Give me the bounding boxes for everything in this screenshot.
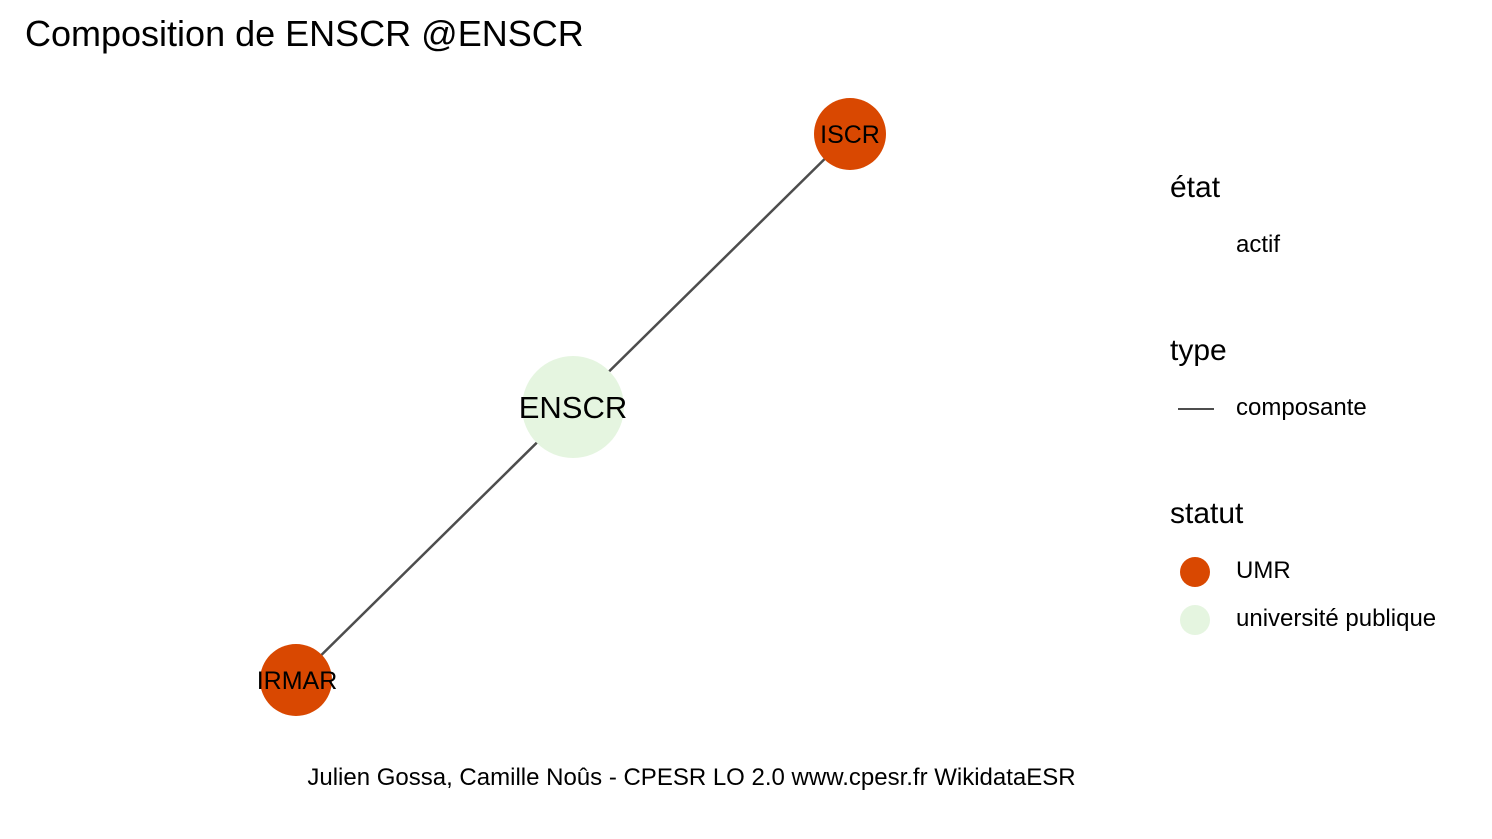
legend-item-universite-publique: université publique <box>1170 599 1490 639</box>
node-irmar: IRMAR <box>257 644 338 716</box>
legend: état actif type composante statut UMR un… <box>1170 0 1490 839</box>
legend-item-actif: actif <box>1170 225 1490 265</box>
legend-label-universite-publique: université publique <box>1236 605 1437 632</box>
node-iscr-circle <box>814 98 886 170</box>
node-enscr-label: ENSCR <box>519 390 628 425</box>
legend-label-actif: actif <box>1236 231 1281 258</box>
edges-layer <box>295 133 851 681</box>
node-enscr-circle <box>522 356 624 458</box>
legend-key-umr <box>1178 555 1212 589</box>
node-iscr-label: ISCR <box>820 121 880 149</box>
chart-title: Composition de ENSCR @ENSCR <box>25 13 584 54</box>
line-swatch-icon <box>1178 408 1214 410</box>
edge-enscr-iscr <box>572 133 851 408</box>
network-graph: ENSCR ISCR IRMAR <box>257 98 886 716</box>
legend-label-composante: composante <box>1236 394 1367 421</box>
universite-publique-dot-icon <box>1180 605 1210 635</box>
legend-key-line <box>1178 392 1214 426</box>
node-iscr: ISCR <box>814 98 886 170</box>
caption: Julien Gossa, Camille Noûs - CPESR LO 2.… <box>307 764 1076 791</box>
legend-item-umr: UMR <box>1170 551 1490 591</box>
legend-title-etat: état <box>1170 171 1221 204</box>
legend-label-umr: UMR <box>1236 557 1291 584</box>
legend-item-composante: composante <box>1170 388 1490 428</box>
umr-dot-icon <box>1180 557 1210 587</box>
legend-key-universite-publique <box>1178 603 1212 637</box>
edge-enscr-irmar <box>295 406 574 681</box>
legend-key-blank <box>1178 229 1212 263</box>
node-irmar-circle <box>260 644 332 716</box>
nodes-layer: ENSCR ISCR IRMAR <box>257 98 886 716</box>
node-irmar-label: IRMAR <box>257 667 338 695</box>
legend-title-type: type <box>1170 334 1227 367</box>
legend-title-statut: statut <box>1170 497 1244 530</box>
node-enscr: ENSCR <box>519 356 628 458</box>
